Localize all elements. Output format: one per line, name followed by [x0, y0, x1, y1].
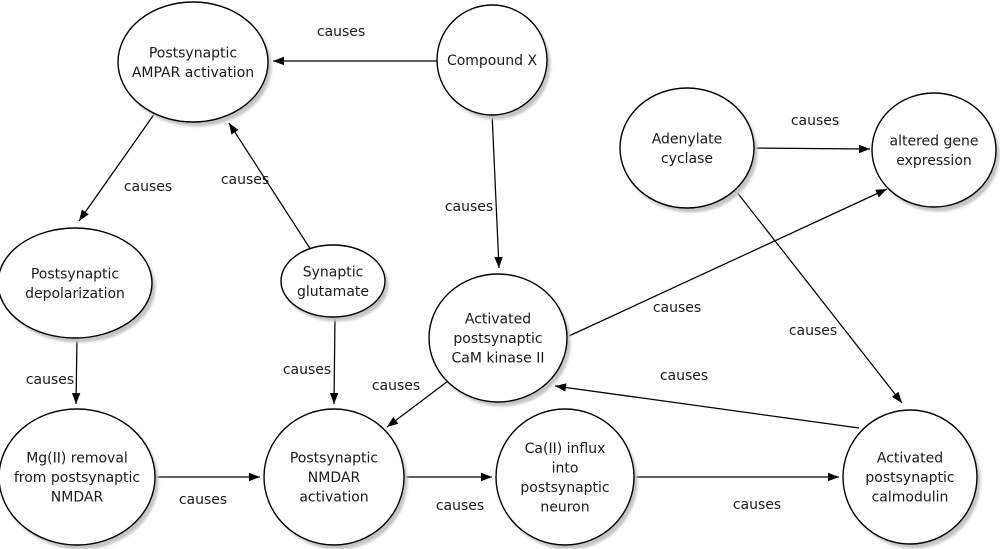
- arrowhead-icon: [273, 56, 284, 66]
- node-ellipse[interactable]: [263, 408, 405, 546]
- node-ellipse[interactable]: [280, 244, 386, 318]
- edge-adenylate-cyclase--activated-postsynaptic-calmodulin: causes: [735, 190, 903, 404]
- edge-label: causes: [653, 300, 701, 316]
- edge-line: [491, 112, 500, 269]
- node-ellipse[interactable]: [842, 409, 978, 545]
- node-ellipse[interactable]: [495, 408, 635, 546]
- node-ellipse[interactable]: [428, 273, 568, 403]
- edge-line: [75, 337, 78, 405]
- edge-postsynaptic-ampar-activation--postsynaptic-depolarization: causes: [78, 112, 172, 222]
- edge-label: causes: [791, 113, 839, 129]
- node-label: Compound X: [447, 53, 538, 69]
- edge-line: [568, 188, 888, 337]
- edge-label: causes: [789, 323, 837, 339]
- edge-activated-postsynaptic-cam-kinase-ii--altered-gene-expression: causes: [568, 188, 888, 337]
- edge-label: causes: [445, 199, 493, 215]
- arrowhead-icon: [249, 472, 260, 482]
- edge-label: causes: [221, 172, 269, 188]
- node-ellipse[interactable]: [117, 1, 269, 123]
- edge-line: [333, 316, 336, 405]
- edge-label: causes: [733, 497, 781, 513]
- node-compound-x[interactable]: Compound X: [436, 4, 551, 120]
- node-ellipse[interactable]: [436, 4, 548, 116]
- edge-label: causes: [436, 498, 484, 514]
- edge-line: [735, 190, 903, 404]
- arrowhead-icon: [229, 123, 239, 135]
- edge-adenylate-cyclase--altered-gene-expression: causes: [753, 113, 871, 154]
- edge-label: causes: [283, 362, 331, 378]
- arrowhead-icon: [555, 383, 567, 392]
- edge-label: causes: [26, 372, 74, 388]
- edge-label: causes: [317, 24, 365, 40]
- arrowhead-icon: [481, 472, 492, 482]
- node-ellipse[interactable]: [619, 87, 755, 209]
- edge-line: [78, 112, 156, 222]
- edge-ca-influx-into-postsynaptic-neuron--activated-postsynaptic-calmodulin: causes: [635, 472, 839, 513]
- edge-postsynaptic-depolarization--mg-removal-from-postsynaptic-nmdar: causes: [26, 337, 81, 405]
- node-ellipse[interactable]: [0, 227, 153, 339]
- edge-postsynaptic-nmdar-activation--ca-influx-into-postsynaptic-neuron: causes: [405, 472, 492, 514]
- arrowhead-icon: [828, 472, 839, 482]
- edge-label: causes: [372, 378, 420, 394]
- edge-label: causes: [179, 492, 227, 508]
- edge-mg-removal-from-postsynaptic-nmdar--postsynaptic-nmdar-activation: causes: [156, 472, 260, 508]
- edge-line: [386, 380, 449, 428]
- edge-compound-x--postsynaptic-ampar-activation: causes: [273, 24, 437, 66]
- arrowhead-icon: [858, 144, 870, 154]
- edge-layer: causes causes causes causes causes causes caus…: [26, 24, 903, 514]
- edge-line: [228, 122, 312, 251]
- edge-line: [753, 147, 871, 150]
- node-ellipse[interactable]: [871, 92, 997, 208]
- arrowhead-icon: [875, 189, 887, 198]
- arrowhead-icon: [71, 392, 81, 404]
- arrowhead-icon: [891, 391, 902, 403]
- edge-synaptic-glutamate--postsynaptic-ampar-activation: causes: [221, 122, 312, 251]
- arrowhead-icon: [494, 256, 503, 268]
- edge-label: causes: [124, 179, 172, 195]
- edge-activated-postsynaptic-calmodulin--activated-postsynaptic-cam-kinase-ii: causes: [554, 368, 860, 429]
- edge-compound-x--activated-postsynaptic-cam-kinase-ii: causes: [445, 112, 503, 269]
- arrowhead-icon: [79, 209, 89, 221]
- edge-activated-postsynaptic-cam-kinase-ii--postsynaptic-nmdar-activation: causes: [372, 378, 449, 428]
- arrowhead-icon: [387, 417, 399, 427]
- arrowhead-icon: [329, 392, 339, 404]
- node-ellipse[interactable]: [0, 408, 156, 546]
- edge-line: [554, 385, 860, 429]
- edge-synaptic-glutamate--postsynaptic-nmdar-activation: causes: [283, 316, 339, 405]
- edge-label: causes: [660, 368, 708, 384]
